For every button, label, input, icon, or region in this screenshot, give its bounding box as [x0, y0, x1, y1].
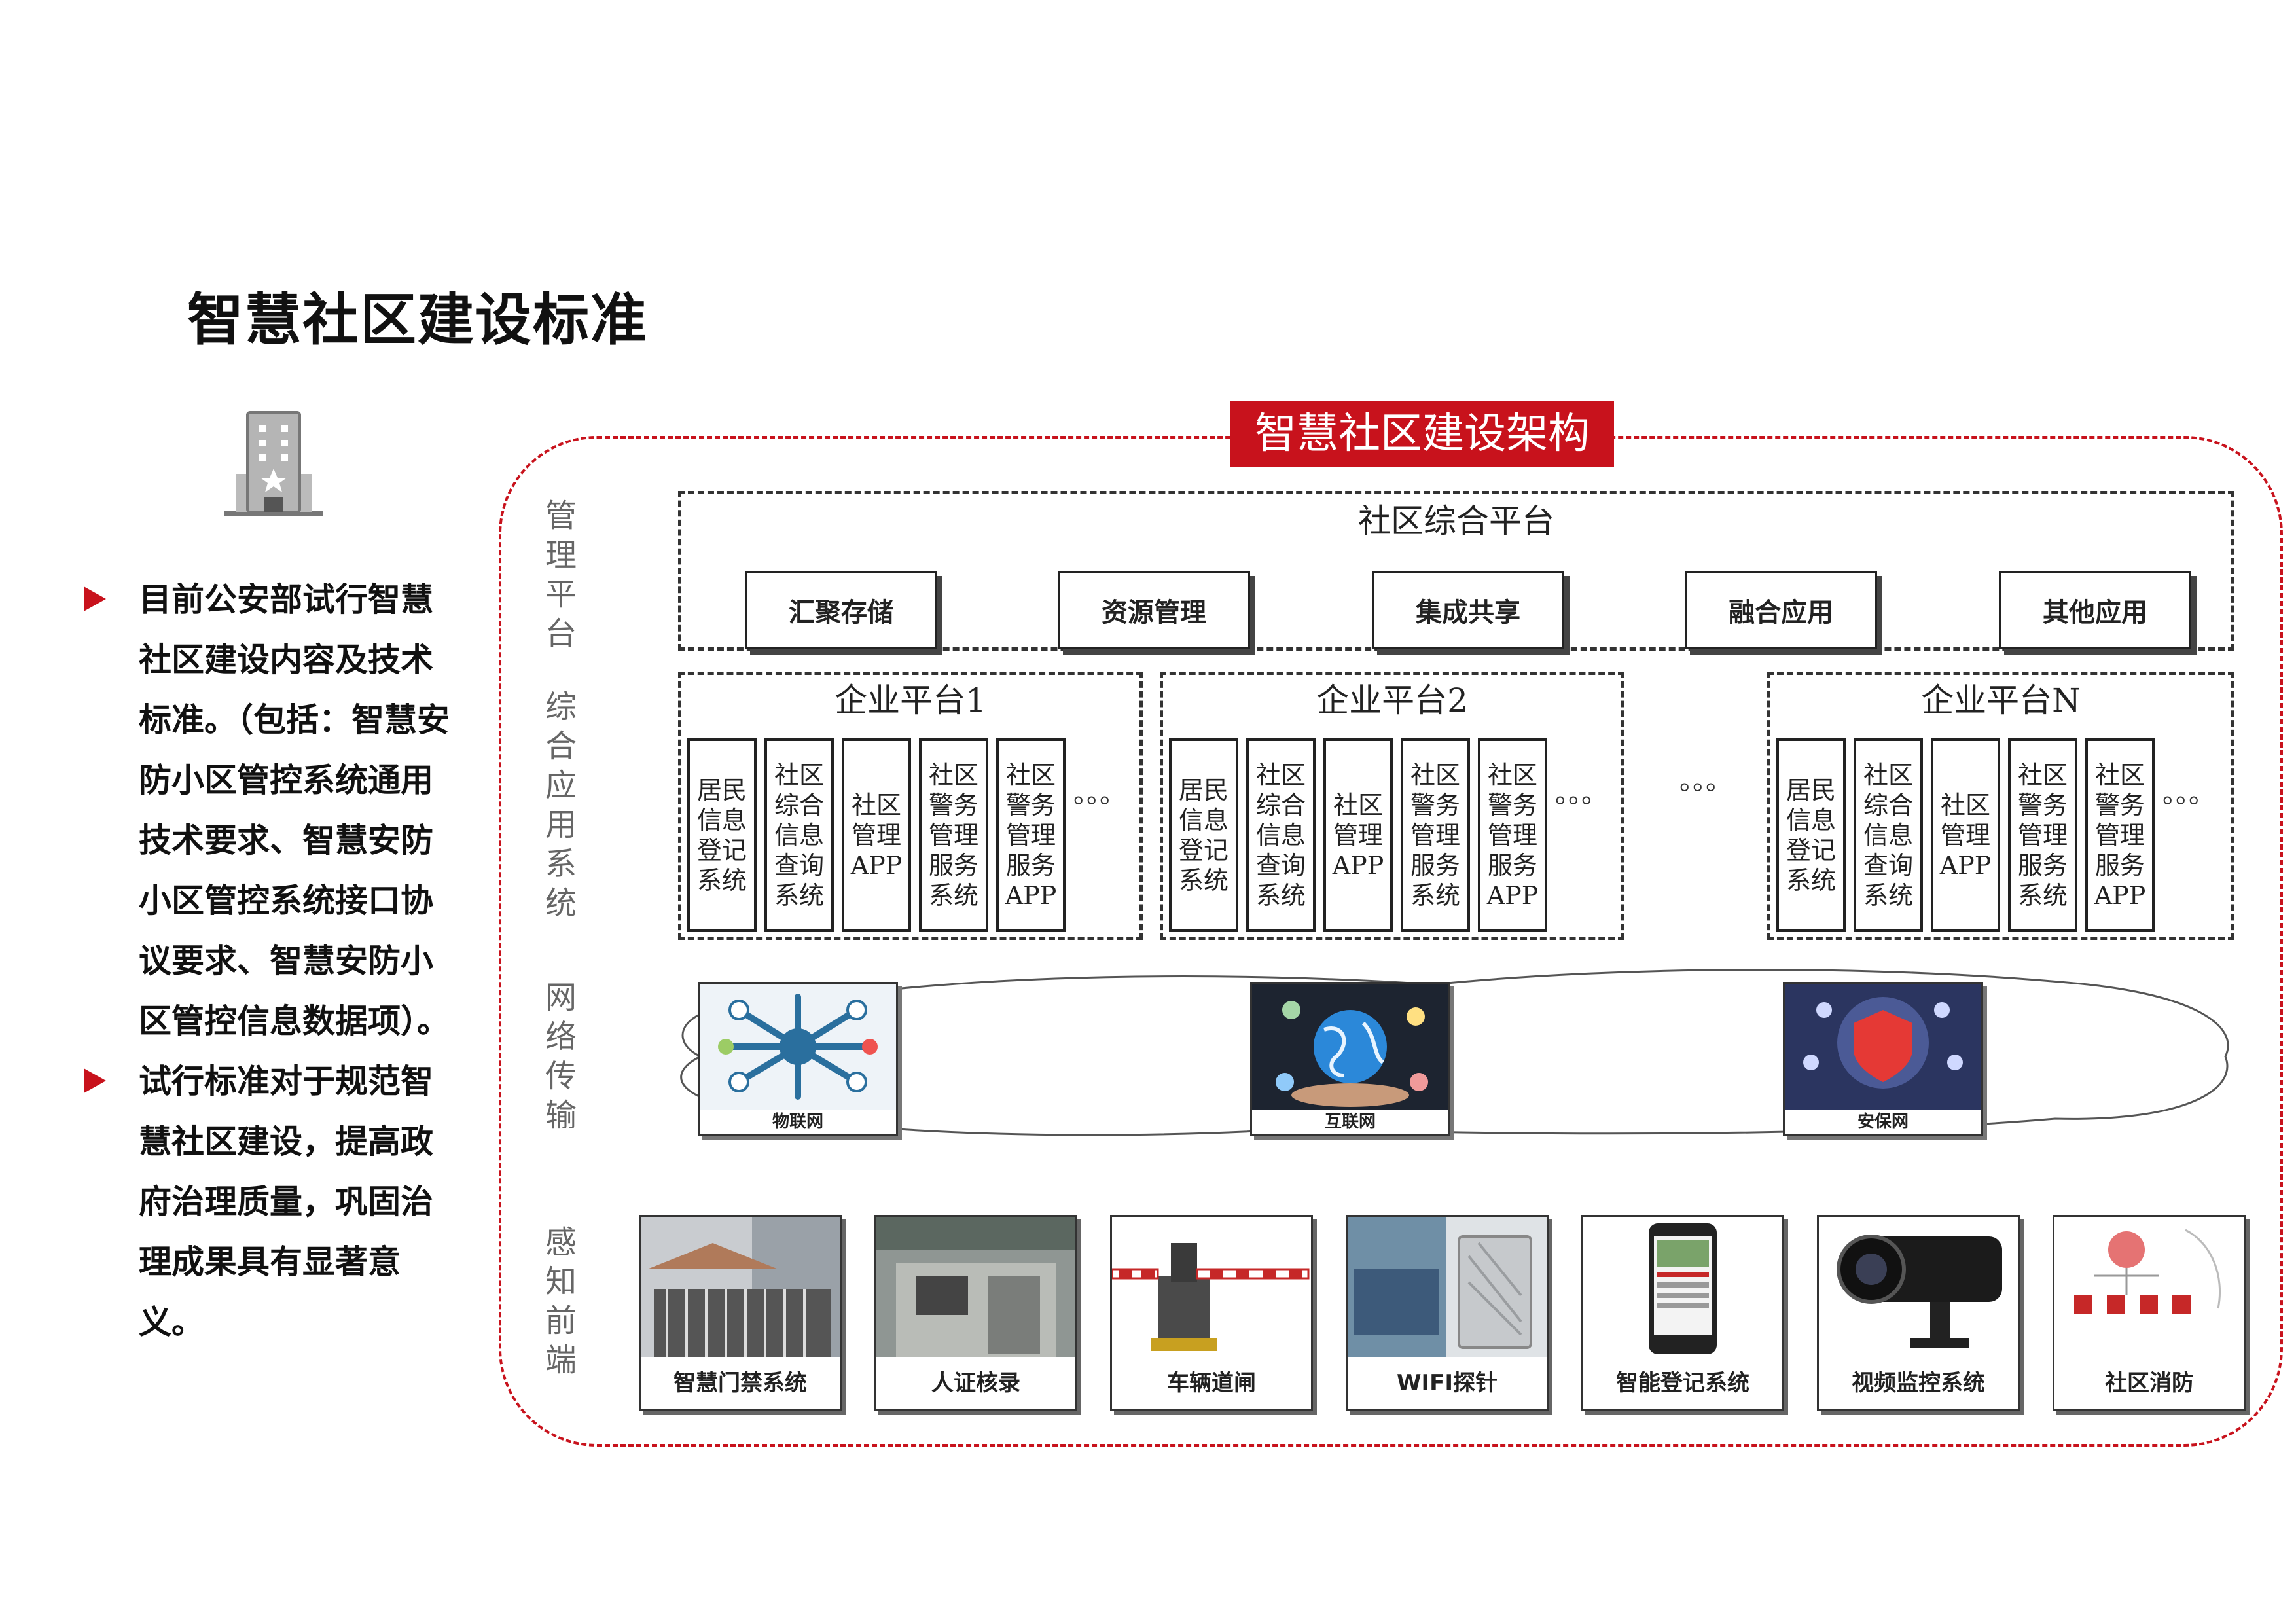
layer-label-perception: 感知前端 [545, 1224, 577, 1379]
device-card-id-verification: 人证核录 [874, 1215, 1077, 1411]
subsystem: 社区综合信息查询系统 [1246, 738, 1316, 932]
iot-network-icon [700, 984, 896, 1110]
device-caption: 智能登记系统 [1583, 1357, 1782, 1409]
layer-label-network: 网络传输 [545, 979, 577, 1134]
device-caption: 人证核录 [876, 1357, 1075, 1409]
enterprise-platform-title: 企业平台N [1921, 681, 2081, 719]
bullet-item: 目前公安部试行智慧社区建设内容及技术标准。（包括：智慧安防小区管控系统通用技术要… [84, 569, 450, 1051]
subsystem: 社区警务管理服务系统 [2008, 738, 2077, 932]
subsystem: 社区警务管理服务APP [996, 738, 1066, 932]
id-verification-icon [876, 1217, 1075, 1361]
subsystem: 居民信息登记系统 [687, 738, 757, 932]
network-card-security: 安保网 [1783, 982, 1983, 1136]
network-caption: 安保网 [1857, 1112, 1909, 1132]
arrow-bullet-icon [84, 586, 106, 611]
architecture-title: 智慧社区建设架构 [1230, 401, 1614, 467]
device-card-video-surveillance: 视频监控系统 [1817, 1215, 2020, 1411]
wifi-probe-icon [1348, 1217, 1547, 1361]
arrow-bullet-icon [84, 1068, 106, 1093]
fire-protection-diagram-icon [2054, 1217, 2244, 1361]
module-resource: 资源管理 [1058, 571, 1250, 649]
device-card-smart-registration: 智能登记系统 [1581, 1215, 1784, 1411]
network-card-iot: 物联网 [698, 982, 898, 1136]
more-indicator: 。。。 [1555, 779, 1607, 809]
subsystem: 社区综合信息查询系统 [764, 738, 834, 932]
device-caption: WIFI探针 [1348, 1357, 1547, 1409]
module-fusion: 融合应用 [1685, 571, 1877, 649]
subsystem: 社区综合信息查询系统 [1854, 738, 1923, 932]
device-card-access-control: 智慧门禁系统 [639, 1215, 842, 1411]
enterprise-platform-title: 企业平台2 [1316, 681, 1468, 719]
module-other: 其他应用 [1999, 571, 2191, 649]
network-caption: 互联网 [1324, 1112, 1376, 1132]
bullet-list: 目前公安部试行智慧社区建设内容及技术标准。（包括：智慧安防小区管控系统通用技术要… [84, 569, 450, 1352]
building-icon [219, 408, 329, 518]
subsystem: 居民信息登记系统 [1776, 738, 1846, 932]
subsystem: 社区管理APP [1323, 738, 1393, 932]
cctv-camera-icon [1819, 1217, 2018, 1361]
subsystem: 社区管理APP [842, 738, 911, 932]
barrier-gate-icon [1111, 1217, 1311, 1361]
more-indicator: 。。。 [2162, 779, 2215, 809]
device-caption: 社区消防 [2054, 1357, 2244, 1409]
page-title: 智慧社区建设标准 [187, 287, 648, 353]
device-card-fire-protection: 社区消防 [2053, 1215, 2246, 1411]
network-caption: 物联网 [772, 1112, 823, 1132]
module-integration: 集成共享 [1372, 571, 1564, 649]
security-network-icon [1785, 984, 1981, 1110]
subsystem: 社区警务管理服务系统 [1401, 738, 1470, 932]
enterprise-platform-n [1767, 672, 2234, 940]
bullet-text: 试行标准对于规范智慧社区建设，提高政府治理质量，巩固治理成果具有显著意义。 [139, 1062, 433, 1341]
device-card-wifi-probe: WIFI探针 [1346, 1215, 1549, 1411]
access-gate-icon [641, 1217, 840, 1361]
device-caption: 车辆道闸 [1112, 1357, 1311, 1409]
module-storage: 汇聚存储 [745, 571, 937, 649]
enterprise-platform-2 [1160, 672, 1624, 940]
more-indicator: 。。。 [1073, 779, 1126, 809]
enterprise-platform-title: 企业平台1 [834, 681, 986, 719]
subsystem: 居民信息登记系统 [1169, 738, 1238, 932]
internet-globe-icon [1252, 984, 1448, 1110]
subsystem: 社区警务管理服务系统 [919, 738, 988, 932]
network-cloud-shape [648, 958, 2245, 1148]
layer-label-application: 综合应用系统 [545, 689, 577, 922]
device-caption: 视频监控系统 [1819, 1357, 2018, 1409]
device-card-barrier-gate: 车辆道闸 [1110, 1215, 1313, 1411]
subsystem: 社区警务管理服务APP [1478, 738, 1547, 932]
enterprise-platform-1 [678, 672, 1143, 940]
network-card-internet: 互联网 [1250, 982, 1450, 1136]
community-platform-title: 社区综合平台 [1358, 502, 1554, 540]
subsystem: 社区警务管理服务APP [2085, 738, 2155, 932]
bullet-text: 目前公安部试行智慧社区建设内容及技术标准。（包括：智慧安防小区管控系统通用技术要… [139, 581, 450, 1040]
subsystem: 社区管理APP [1931, 738, 2000, 932]
layer-label-management: 管理平台 [545, 497, 577, 652]
device-caption: 智慧门禁系统 [641, 1357, 840, 1409]
mobile-phone-icon [1583, 1217, 1782, 1361]
bullet-item: 试行标准对于规范智慧社区建设，提高政府治理质量，巩固治理成果具有显著意义。 [84, 1051, 450, 1352]
more-platforms-indicator: 。。。 [1679, 766, 1732, 796]
